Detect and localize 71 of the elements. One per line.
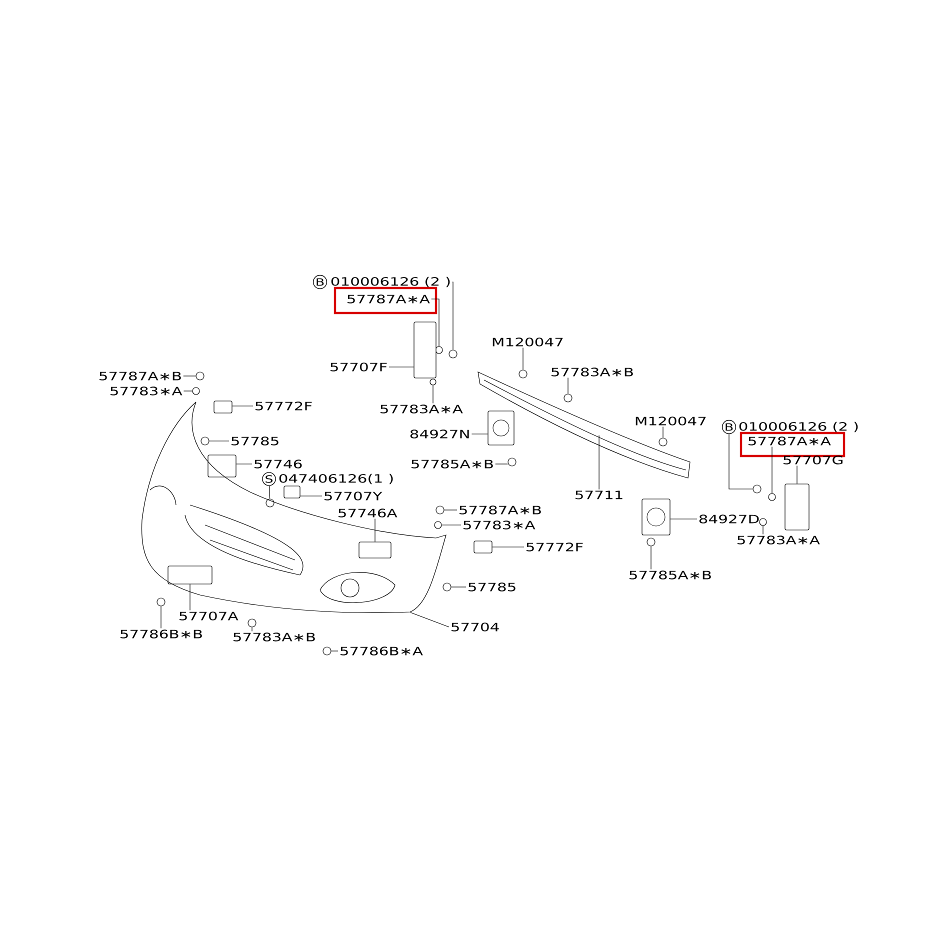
part-number: 57707G [784, 456, 842, 464]
part-number: 57787A∗B [460, 506, 541, 514]
circled-letter: B [722, 420, 736, 434]
leader-line [796, 465, 798, 484]
plate-drawing [488, 410, 514, 446]
leader-line [728, 434, 753, 490]
plate-drawing [642, 498, 670, 536]
leader-line [451, 586, 466, 588]
circled-letter: B [312, 274, 328, 290]
clip-drawing [196, 372, 204, 380]
bolt-drawing [442, 582, 452, 592]
bolt-drawing [508, 458, 516, 466]
part-number: 57783A∗B [234, 632, 315, 642]
leader-line [598, 435, 600, 490]
leader-line [183, 390, 192, 392]
clip-drawing [759, 518, 767, 526]
part-number: 57783A∗A [380, 404, 463, 414]
leader-line [331, 650, 338, 652]
leader-line [374, 518, 376, 542]
part-number: 57785A∗B [412, 460, 493, 468]
leader-line [442, 524, 462, 526]
leader-line [492, 546, 524, 548]
part-number: M120047 [636, 416, 706, 426]
leader-line [662, 426, 664, 438]
leader-line [269, 486, 270, 499]
clip-drawing [768, 493, 776, 501]
bracket-drawing [784, 484, 810, 530]
part-number: 57711 [576, 490, 622, 500]
bracket-drawing [414, 322, 436, 378]
part-number: 57786B∗A [340, 646, 423, 656]
part-number: 57787A∗B [100, 372, 181, 380]
leader-line [388, 366, 414, 368]
part-number: 84927N [410, 430, 469, 438]
part-number: 57787A∗A [348, 294, 430, 304]
leader-line [762, 526, 764, 535]
leader-line [160, 606, 162, 629]
part-number: 010006126 (2 ) [739, 422, 858, 432]
leader-line [522, 347, 524, 370]
part-number: 57704 [452, 622, 499, 632]
part-number: 57772F [526, 542, 583, 552]
part-number: 57783A∗A [738, 536, 820, 544]
leader-line [431, 298, 440, 346]
part-number: M120047 [492, 338, 563, 346]
bolt-drawing [646, 538, 656, 546]
clip-drawing [564, 394, 572, 402]
part-number: 57783A∗B [552, 368, 633, 376]
part-number: 57707A [180, 612, 238, 620]
part-number: 57786B∗B [120, 630, 202, 638]
clip-drawing [192, 387, 200, 395]
bolt-drawing [518, 370, 528, 378]
part-number: 57785A∗B [630, 570, 711, 580]
leader-line [452, 282, 454, 350]
part-number: 010006126 (2 ) [331, 276, 450, 288]
part-number: 57783∗A [464, 520, 536, 530]
clip-drawing [430, 378, 436, 386]
bolt-drawing [658, 438, 668, 446]
leader-line [209, 440, 230, 442]
bolt-drawing [322, 646, 332, 656]
leader-line [670, 518, 698, 520]
part-number: 57785 [468, 582, 516, 592]
bolt-drawing [752, 484, 762, 494]
bolt-drawing [448, 350, 458, 358]
part-number: 84927D [699, 514, 759, 524]
block-drawing [474, 540, 492, 554]
part-number: 57707F [330, 362, 387, 372]
leader-line [650, 546, 652, 570]
leader-line [410, 612, 450, 628]
part-number: 57787A∗A [748, 436, 831, 446]
leader-line [432, 385, 434, 404]
bolt-drawing [248, 618, 256, 628]
part-number: 57783∗A [110, 386, 182, 396]
